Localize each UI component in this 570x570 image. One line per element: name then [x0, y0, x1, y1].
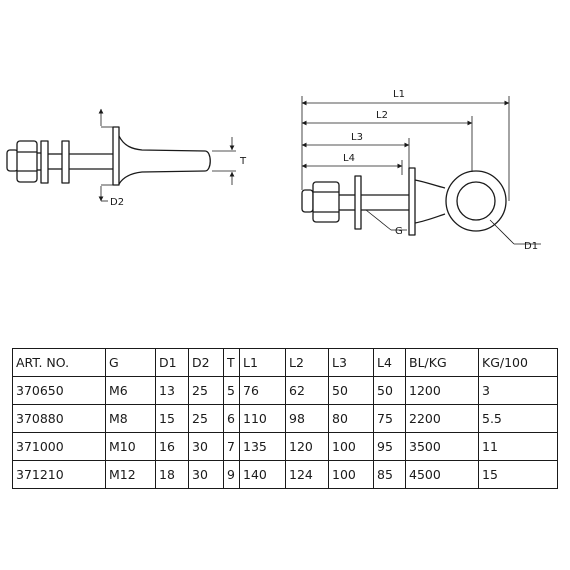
table-cell: 30: [188, 460, 224, 489]
front-view-dimensions: [301, 96, 541, 245]
table-cell: 16: [155, 432, 189, 461]
header-d2: D2: [188, 348, 224, 377]
table-cell: M10: [105, 432, 156, 461]
table-cell: 2200: [405, 404, 479, 433]
header-l3: L3: [328, 348, 374, 377]
table-cell: 7: [223, 432, 240, 461]
table-cell: 3500: [405, 432, 479, 461]
table-cell: 62: [285, 376, 329, 405]
header-art-no: ART. NO.: [12, 348, 106, 377]
label-t: T: [239, 156, 247, 167]
table-cell: 50: [328, 376, 374, 405]
hex-nut-front: [312, 181, 340, 223]
table-cell: M6: [105, 376, 156, 405]
table-cell: 371210: [12, 460, 106, 489]
table-cell: 110: [239, 404, 286, 433]
table-cell: 15: [478, 460, 558, 489]
table-cell: 85: [373, 460, 406, 489]
table-cell: 6: [223, 404, 240, 433]
table-cell: 100: [328, 432, 374, 461]
washer: [40, 140, 49, 184]
table-header-row: ART. NO. G D1 D2 T L1 L2 L3 L4 BL/KG KG/…: [12, 348, 558, 377]
eye-ring: [445, 170, 507, 232]
table-cell: 50: [373, 376, 406, 405]
header-t: T: [223, 348, 240, 377]
table-cell: 18: [155, 460, 189, 489]
table-cell: 100: [328, 460, 374, 489]
table-cell: M12: [105, 460, 156, 489]
table-cell: 371000: [12, 432, 106, 461]
technical-drawing: T D2: [6, 89, 541, 252]
table-cell: 3: [478, 376, 558, 405]
spec-table: ART. NO. G D1 D2 T L1 L2 L3 L4 BL/KG KG/…: [12, 348, 558, 489]
table-cell: 15: [155, 404, 189, 433]
header-g: G: [105, 348, 156, 377]
table-cell: 140: [239, 460, 286, 489]
eye-profile: [118, 135, 211, 185]
table-cell: 25: [188, 376, 224, 405]
flange-front: [408, 167, 416, 236]
thread-end-front: [301, 189, 314, 213]
header-l1: L1: [239, 348, 286, 377]
table-cell: 370880: [12, 404, 106, 433]
table-cell: 25: [188, 404, 224, 433]
hex-nut: [16, 140, 38, 183]
header-l2: L2: [285, 348, 329, 377]
table-row: 371210 M12 18 30 9 140 124 100 85 4500 1…: [12, 460, 558, 489]
table-cell: 13: [155, 376, 189, 405]
label-l2: L2: [376, 110, 388, 121]
label-l3: L3: [351, 132, 363, 143]
table-cell: 124: [285, 460, 329, 489]
label-d1: D1: [524, 241, 538, 252]
table-cell: 98: [285, 404, 329, 433]
front-view: [301, 167, 507, 236]
eye-hole: [456, 181, 496, 221]
table-cell: M8: [105, 404, 156, 433]
table-cell: 120: [285, 432, 329, 461]
label-d2: D2: [110, 197, 124, 208]
table-cell: 11: [478, 432, 558, 461]
table-cell: 5.5: [478, 404, 558, 433]
table-row: 370650 M6 13 25 5 76 62 50 50 1200 3: [12, 376, 558, 405]
table-cell: 80: [328, 404, 374, 433]
header-l4: L4: [373, 348, 406, 377]
table-cell: 4500: [405, 460, 479, 489]
table-row: 370880 M8 15 25 6 110 98 80 75 2200 5.5: [12, 404, 558, 433]
table-cell: 135: [239, 432, 286, 461]
washer-front: [354, 175, 362, 230]
label-g: G: [395, 226, 403, 237]
table-cell: 5: [223, 376, 240, 405]
table-cell: 30: [188, 432, 224, 461]
side-view: [6, 126, 211, 186]
washer-2: [61, 140, 70, 184]
table-cell: 75: [373, 404, 406, 433]
header-d1: D1: [155, 348, 189, 377]
table-cell: 370650: [12, 376, 106, 405]
label-l1: L1: [393, 89, 405, 100]
table-cell: 76: [239, 376, 286, 405]
table-cell: 95: [373, 432, 406, 461]
flange: [112, 126, 120, 186]
header-kg-100: KG/100: [478, 348, 558, 377]
table-cell: 9: [223, 460, 240, 489]
side-view-dimensions: [98, 108, 236, 202]
table-row: 371000 M10 16 30 7 135 120 100 95 3500 1…: [12, 432, 558, 461]
table-cell: 1200: [405, 376, 479, 405]
header-bl-kg: BL/KG: [405, 348, 479, 377]
label-l4: L4: [343, 153, 355, 164]
